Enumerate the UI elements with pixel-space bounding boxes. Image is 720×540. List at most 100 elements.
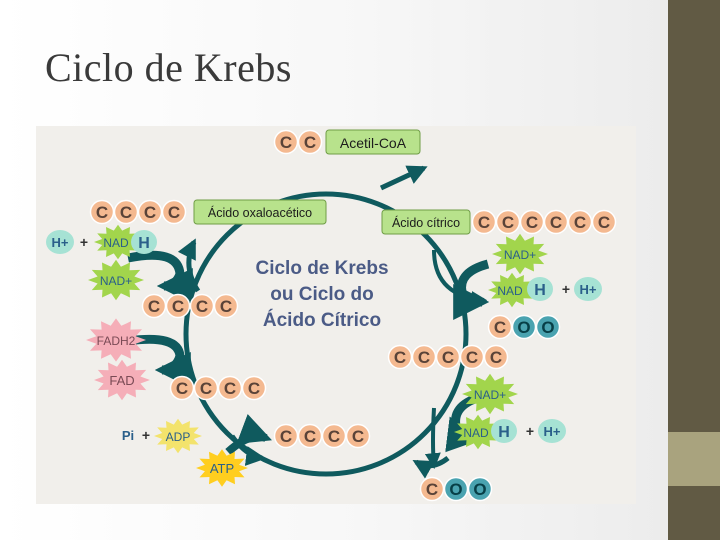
svg-text:Acetil-CoA: Acetil-CoA	[340, 135, 407, 151]
svg-text:Ácido oxaloacético: Ácido oxaloacético	[208, 205, 312, 220]
oxygen-atom-label: O	[473, 480, 486, 499]
carbon-atom-label: C	[176, 379, 188, 398]
carbon-atom	[189, 293, 215, 319]
svg-text:H+: H+	[580, 282, 597, 297]
oxygen-atom	[511, 314, 537, 340]
citric-acid-label: Ácido cítrico	[381, 209, 471, 235]
center-title-line-2: ou Ciclo do	[270, 284, 373, 305]
carbon-atom	[137, 199, 163, 225]
oxygen-atom-label: O	[541, 318, 554, 337]
svg-text:NAD: NAD	[463, 426, 489, 440]
oxaloacetate-label: Ácido oxaloacético	[193, 199, 327, 225]
carbon-atom-label: C	[598, 213, 610, 232]
carbon-atom	[471, 209, 497, 235]
atp-arrow	[225, 414, 272, 456]
co2-arrow-b	[424, 407, 441, 470]
svg-text:FAD: FAD	[109, 373, 134, 388]
carbon-atom-label: C	[394, 348, 406, 367]
carbon-atom	[297, 423, 323, 449]
carbon-atom-label: C	[494, 318, 506, 337]
nad-star-right-lower: NAD	[454, 414, 502, 450]
carbon-atom	[459, 344, 485, 370]
nad-star-right-upper: NAD	[488, 272, 536, 308]
oxygen-atom	[443, 476, 469, 502]
pi-label: Pi	[122, 428, 134, 443]
carbon-atom	[387, 344, 413, 370]
carbon-atom	[321, 423, 347, 449]
carbon-atom-label: C	[478, 213, 490, 232]
nad-plus-star-right-lower: NAD+	[462, 373, 518, 415]
carbon-atom-label: C	[280, 133, 292, 152]
cycle-ring	[183, 191, 469, 477]
carbon-atom	[241, 375, 267, 401]
carbon-atom	[435, 344, 461, 370]
carbon-atom	[483, 344, 509, 370]
carbon-atom	[519, 209, 545, 235]
svg-text:NAD+: NAD+	[474, 388, 506, 402]
center-title-line-1: Ciclo de Krebs	[255, 258, 388, 279]
carbon-atom	[543, 209, 569, 235]
carbon-atom	[487, 314, 513, 340]
nad-plus-star-left: NAD+	[88, 259, 144, 301]
carbon-atom	[411, 344, 437, 370]
svg-text:ADP: ADP	[166, 430, 191, 444]
carbon-atom	[213, 293, 239, 319]
atp-star: ATP	[196, 449, 248, 487]
carbon-atom-label: C	[168, 203, 180, 222]
h-plus-bubble-right-upper: H+	[574, 277, 602, 301]
cycle-arrow-left	[177, 238, 201, 293]
carbon-atom-label: C	[550, 213, 562, 232]
nad-star-left-upper: NAD	[94, 224, 142, 260]
carbon-atom-label: C	[172, 297, 184, 316]
oxygen-atom-label: O	[517, 318, 530, 337]
carbon-atom-label: C	[426, 480, 438, 499]
carbon-atom	[113, 199, 139, 225]
cycle-arrow-bottom-left	[229, 434, 266, 466]
carbon-atom	[297, 129, 323, 155]
carbon-atom-label: C	[196, 297, 208, 316]
carbon-atom	[567, 209, 593, 235]
oxygen-atom	[467, 476, 493, 502]
svg-text:H: H	[534, 282, 546, 299]
carbon-atom-label: C	[466, 348, 478, 367]
carbon-atom-label: C	[144, 203, 156, 222]
plus-sign-pi: +	[142, 427, 150, 443]
carbon-atom	[161, 199, 187, 225]
plus-sign-right-upper: +	[562, 281, 570, 297]
carbon-atom-label: C	[224, 379, 236, 398]
carbon-atom	[273, 129, 299, 155]
carbon-atom-label: C	[304, 133, 316, 152]
oxygen-atom-label: O	[449, 480, 462, 499]
fad-star: FAD	[94, 359, 150, 401]
carbon-atom-label: C	[200, 379, 212, 398]
svg-text:FADH2: FADH2	[97, 334, 136, 348]
nad-reduction-arrow-left	[127, 250, 193, 304]
carbon-atom-label: C	[220, 297, 232, 316]
adp-star: ADP	[154, 418, 202, 454]
carbon-atom-label: C	[248, 379, 260, 398]
carbon-atom-label: C	[96, 203, 108, 222]
carbon-atom-label: C	[304, 427, 316, 446]
svg-text:NAD: NAD	[103, 236, 129, 250]
h-plus-bubble-left: H+	[46, 230, 74, 254]
carbon-atom-label: C	[120, 203, 132, 222]
carbon-atom	[217, 375, 243, 401]
carbon-atom-label: C	[418, 348, 430, 367]
carbon-atom-label: C	[148, 297, 160, 316]
nad-reduction-arrow-right-a	[453, 259, 490, 320]
h-bubble-right-lower: H	[491, 419, 517, 443]
carbon-atom	[495, 209, 521, 235]
svg-text:H+: H+	[52, 235, 69, 250]
svg-text:NAD+: NAD+	[100, 274, 132, 288]
fad-reduction-arrow	[127, 334, 191, 388]
nad-plus-star-right-upper: NAD+	[492, 233, 548, 275]
slide-title: Ciclo de Krebs	[45, 45, 292, 90]
krebs-cycle-diagram: Ciclo de Krebs ou Ciclo do Ácido Cítrico…	[36, 126, 636, 504]
plus-sign-right-lower: +	[526, 423, 534, 439]
acetyl-coa-label: Acetil-CoA	[325, 129, 421, 155]
h-bubble-left: H	[131, 230, 157, 254]
